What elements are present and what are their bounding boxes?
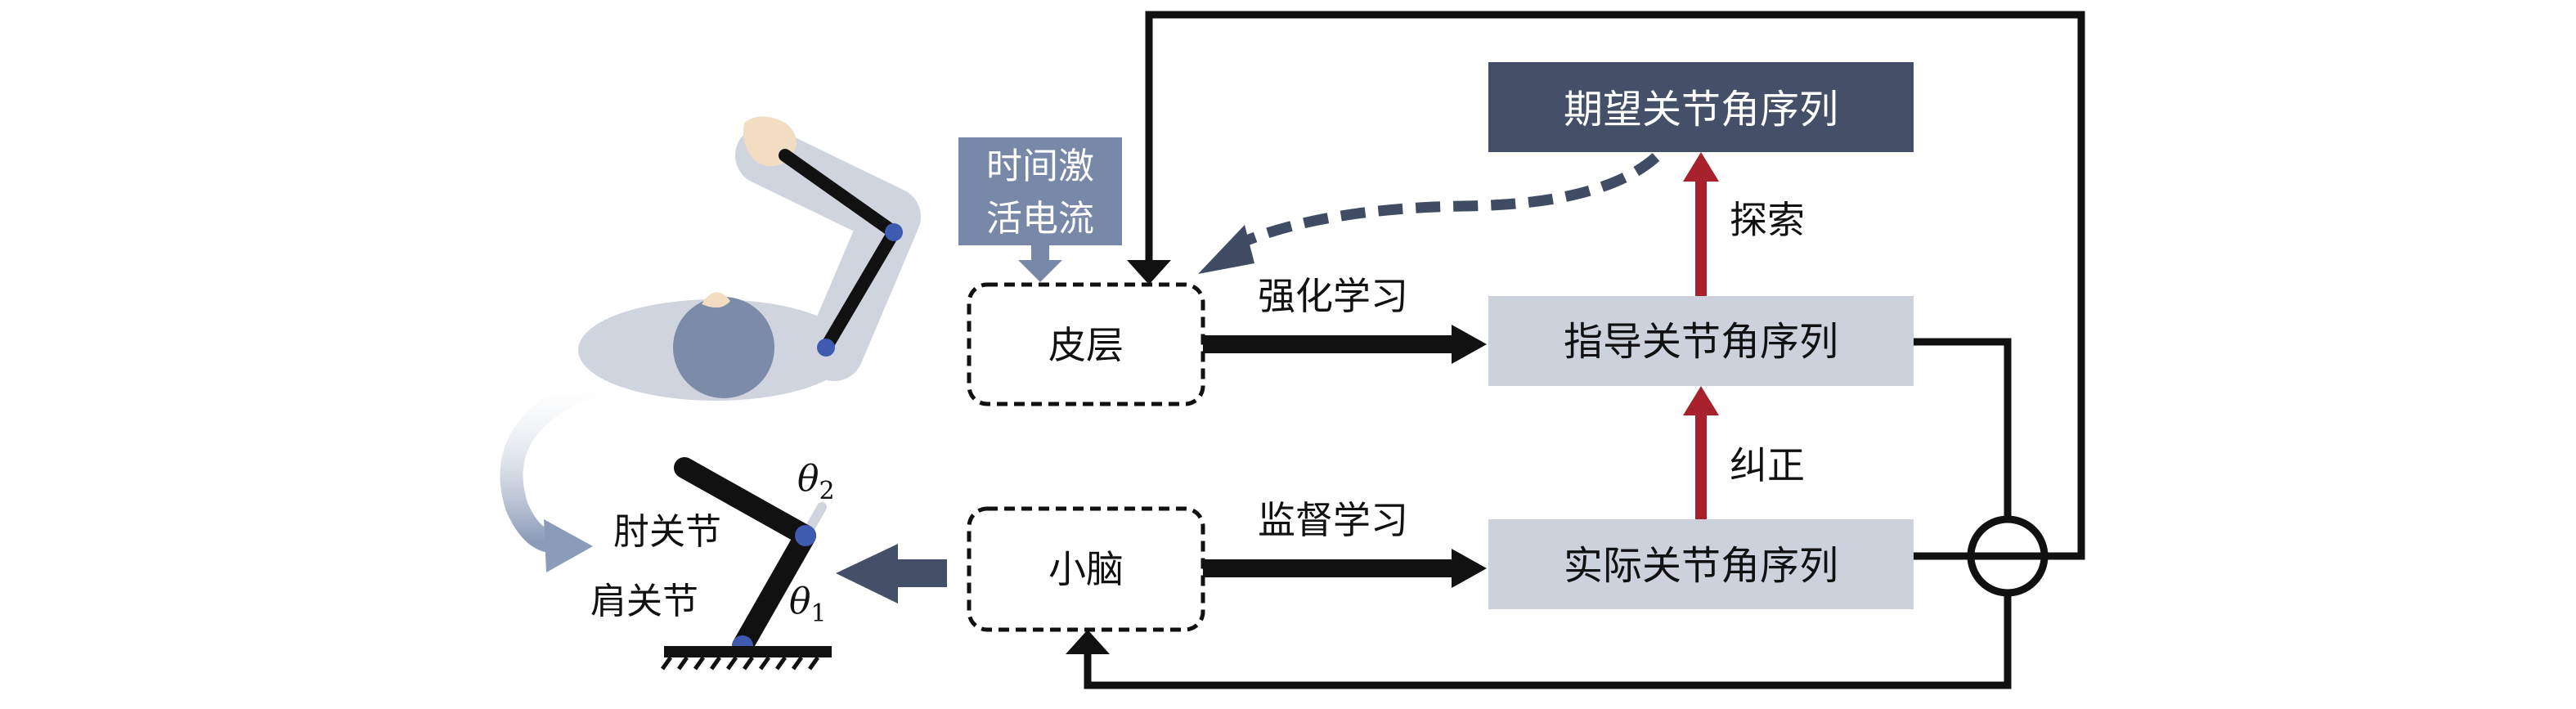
cortex-label: 皮层 [1048, 323, 1124, 367]
cortex-input-arrowhead [1127, 260, 1171, 285]
robot-arm-icon: θ2 θ1 肘关节 肩关节 [590, 457, 835, 671]
cerebellum-label: 小脑 [1048, 547, 1124, 591]
cerebellum-input-arrowhead [1066, 630, 1110, 654]
theta2-label: θ2 [797, 458, 835, 505]
elbow-joint-dot [885, 223, 903, 241]
feedback-line-bottom [1084, 590, 2012, 689]
feedback-lines [1084, 11, 2085, 689]
nose-icon [702, 292, 730, 308]
reinforcement-learning-arrow: 强化学习 [1203, 274, 1487, 364]
head-icon [673, 297, 774, 398]
explore-arrow: 探索 [1683, 152, 1805, 296]
shoulder-label: 肩关节 [590, 581, 698, 622]
elbow-label: 肘关节 [613, 511, 721, 553]
cortex-box: 皮层 [967, 282, 1205, 406]
upper-arm-segment [779, 149, 900, 239]
reinforcement-learning-label: 强化学习 [1258, 274, 1408, 318]
dashed-feedback-arrow [1198, 153, 1660, 274]
expected-sequence-box: 期望关节角序列 [1488, 62, 1914, 152]
cerebellum-to-robot-arrow [836, 544, 947, 604]
theta1-label: θ1 [789, 581, 827, 628]
human-arm-illustration [578, 116, 921, 401]
base-hatching [660, 656, 820, 671]
cerebellum-box: 小脑 [967, 506, 1205, 632]
robot-forearm [674, 457, 816, 546]
feedback-line-top [1145, 11, 2085, 560]
supervised-learning-arrow: 监督学习 [1203, 498, 1487, 588]
explore-label: 探索 [1730, 198, 1805, 242]
robot-elbow-joint [795, 525, 816, 546]
stimulus-line1: 时间激 [986, 146, 1094, 187]
guidance-sequence-box: 指导关节角序列 [1488, 296, 1914, 386]
shoulder-joint-dot [817, 339, 835, 357]
robot-upper-arm [732, 525, 816, 657]
expected-sequence-label: 期望关节角序列 [1564, 87, 1838, 132]
correct-label: 纠正 [1730, 443, 1805, 487]
guidance-sequence-label: 指导关节角序列 [1564, 319, 1838, 365]
actual-sequence-box: 实际关节角序列 [1488, 519, 1914, 609]
stimulus-line2: 活电流 [986, 198, 1094, 240]
robot-base [664, 646, 832, 657]
stimulus-box: 时间激 活电流 [958, 137, 1122, 282]
transfer-curve-arrow [500, 374, 598, 572]
forearm-segment [819, 226, 900, 354]
summing-junction-icon [1967, 515, 2049, 597]
actual-sequence-label: 实际关节角序列 [1564, 543, 1838, 589]
stimulus-arrowhead [1018, 260, 1062, 282]
correct-arrow: 纠正 [1683, 386, 1805, 519]
supervised-learning-label: 监督学习 [1258, 498, 1408, 542]
guidance-to-junction-line [1905, 338, 2012, 523]
